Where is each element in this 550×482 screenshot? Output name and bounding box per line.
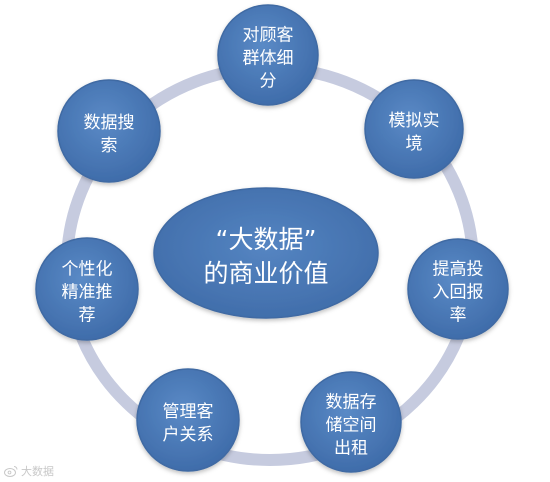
node-label-line-2: 索 bbox=[101, 136, 118, 156]
node-label: 数据搜索 bbox=[84, 113, 135, 156]
node-circle bbox=[407, 238, 509, 340]
node-label-line-1: 个性化 bbox=[62, 259, 113, 279]
node-label-line-1: 数据存 bbox=[326, 392, 377, 412]
node-label: 数据存储空间出租 bbox=[326, 392, 377, 458]
center-title-line-2: 的商业价值 bbox=[203, 259, 328, 288]
node-roi: 提高投入回报率 bbox=[407, 238, 509, 340]
node-label-line-3: 荐 bbox=[79, 305, 96, 325]
node-label-line-1: 管理客 bbox=[163, 402, 214, 422]
node-label-line-1: 提高投 bbox=[433, 259, 484, 279]
node-label-line-2: 境 bbox=[406, 134, 423, 154]
node-label: 提高投入回报率 bbox=[433, 259, 484, 325]
node-label-line-1: 对顾客 bbox=[243, 25, 294, 45]
node-circle bbox=[217, 4, 319, 106]
node-circle bbox=[300, 371, 402, 473]
node-label-line-3: 出租 bbox=[334, 438, 368, 458]
watermark-text: 大数据 bbox=[21, 465, 54, 478]
node-circle bbox=[364, 79, 464, 179]
center-ellipse: “大数据” 的商业价值 bbox=[153, 187, 379, 319]
center-title-line-1: “大数据” bbox=[216, 225, 317, 254]
node-crm: 管理客户关系 bbox=[136, 368, 240, 472]
watermark: 大数据 bbox=[4, 463, 54, 479]
node-label: 个性化精准推荐 bbox=[62, 259, 113, 325]
center-title: “大数据” 的商业价值 bbox=[203, 225, 328, 288]
node-data-search: 数据搜索 bbox=[57, 79, 161, 183]
node-circle bbox=[57, 79, 161, 183]
node-label: 管理客户关系 bbox=[163, 402, 214, 445]
node-circle bbox=[136, 368, 240, 472]
node-label-line-1: 模拟实 bbox=[389, 111, 440, 131]
node-label-line-2: 入回报 bbox=[433, 282, 484, 302]
node-label-line-1: 数据搜 bbox=[84, 113, 135, 133]
node-simulation: 模拟实境 bbox=[364, 79, 464, 179]
node-label-line-3: 分 bbox=[260, 71, 277, 91]
node-personalized-recommendation: 个性化精准推荐 bbox=[35, 237, 139, 341]
weibo-icon bbox=[4, 466, 18, 477]
node-label-line-2: 储空间 bbox=[326, 415, 377, 435]
node-label-line-3: 率 bbox=[450, 305, 467, 325]
node-storage-rental: 数据存储空间出租 bbox=[300, 371, 402, 473]
node-label: 模拟实境 bbox=[389, 111, 440, 154]
node-label-line-2: 户关系 bbox=[163, 425, 214, 445]
node-label-line-2: 精准推 bbox=[62, 282, 113, 302]
node-segmentation: 对顾客群体细分 bbox=[217, 4, 319, 106]
node-label-line-2: 群体细 bbox=[243, 48, 294, 68]
node-label: 对顾客群体细分 bbox=[243, 25, 294, 91]
node-circle bbox=[35, 237, 139, 341]
